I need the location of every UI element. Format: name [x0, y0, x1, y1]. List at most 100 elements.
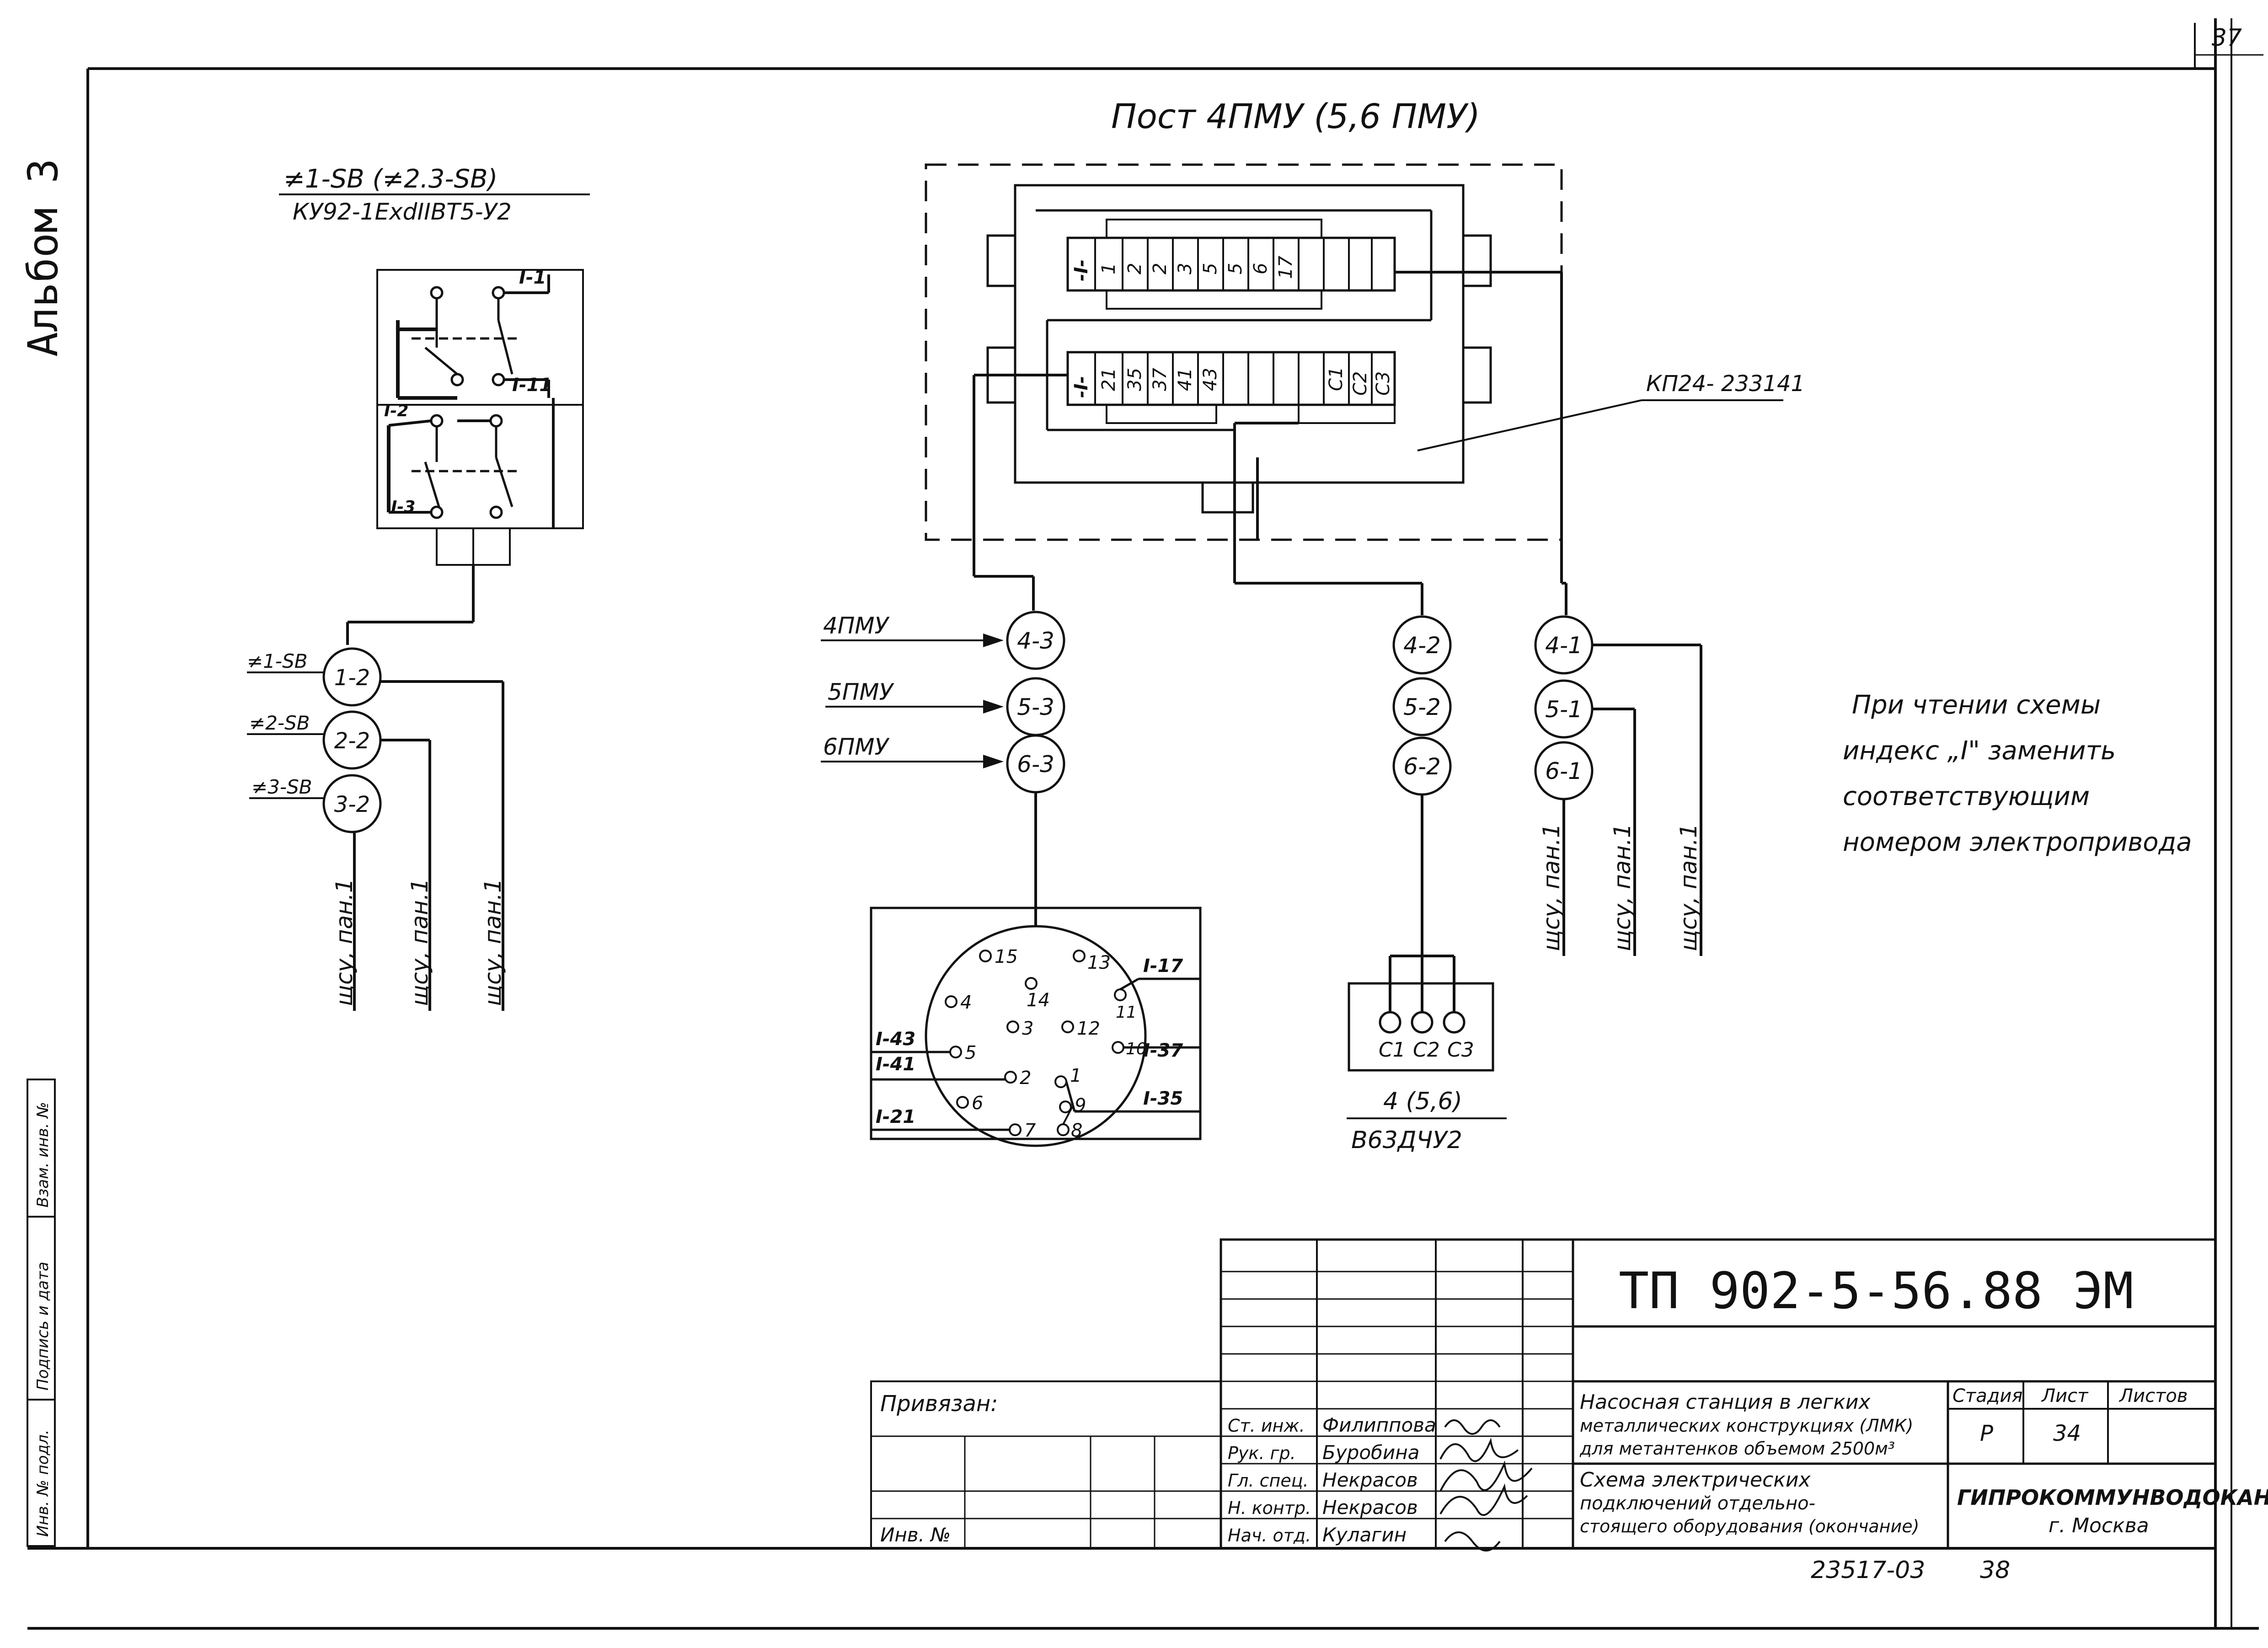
- note-block: При чтении схемы индекс „I" заменить соо…: [1843, 690, 2192, 857]
- motor-label: 4 (5,6): [1383, 1088, 1462, 1115]
- cable-label-left-3: щсу, пан.1: [480, 878, 506, 1006]
- motor-terminal-c2: C2: [1413, 1038, 1440, 1062]
- pin-1: 1: [1070, 1065, 1081, 1086]
- left-panel: ≠1-SB (≠2.3-SB) КУ92-1ExdIIBT5-У2 I-1 I-…: [247, 164, 590, 1011]
- project-desc-3: для метантенков объемом 2500м³: [1579, 1439, 1895, 1459]
- note-line-3: соответствующим: [1843, 782, 2090, 811]
- motor-terminal-c1: C1: [1379, 1038, 1406, 1062]
- note-line-1: При чтении схемы: [1852, 690, 2101, 720]
- cable-label-right-3: щсу, пан.1: [1675, 823, 1702, 951]
- bottom-terminal-3: 37: [1150, 368, 1171, 391]
- name-2: Некрасов: [1322, 1469, 1418, 1491]
- circle-1-2: 1-2: [334, 665, 370, 691]
- terminal-row-bottom: -I- 21 35 37 41 43 C1 C2 C3: [1066, 351, 1396, 424]
- pointer-label-3sb: ≠3-SB: [251, 776, 312, 798]
- bottom-terminal-1: 21: [1098, 368, 1119, 391]
- wire-label-i41: I-41: [876, 1054, 915, 1075]
- terminal-label-i1: I-1: [519, 267, 546, 288]
- sheet-desc-2: подключений отдельно-: [1580, 1493, 1815, 1514]
- sheet-frame: [27, 18, 2263, 1630]
- bottom-terminal-0: -I-: [1071, 376, 1092, 398]
- side-stamp-replacement-label: Взам. инв. №: [34, 1102, 52, 1208]
- pin-2: 2: [1020, 1068, 1031, 1089]
- name-0: Филиппова: [1322, 1414, 1436, 1436]
- circle-4-3: 4-3: [1017, 628, 1054, 654]
- post-title: Пост 4ПМУ (5,6 ПМУ): [1111, 97, 1480, 136]
- pin-3: 3: [1022, 1018, 1033, 1039]
- pin-9: 9: [1075, 1095, 1086, 1116]
- side-stamp-inv-label: Инв. № подл.: [34, 1429, 52, 1537]
- pointer-label-2sb: ≠2-SB: [249, 712, 310, 734]
- pin-4: 4: [960, 992, 972, 1013]
- motor-type: В63ДЧУ2: [1351, 1127, 1462, 1154]
- role-4: Нач. отд.: [1228, 1525, 1311, 1546]
- drawing-code: ТП 902-5-56.88 ЭМ: [1619, 1261, 2134, 1320]
- pin-5: 5: [965, 1042, 976, 1063]
- bottom-terminal-4: 41: [1175, 368, 1196, 391]
- bottom-page: 38: [1980, 1557, 2010, 1584]
- motor-block: C1 C2 C3 4 (5,6) В63ДЧУ2: [1347, 955, 1507, 1154]
- cable-label-left-2: щсу, пан.1: [407, 878, 433, 1006]
- sheet-desc-1: Схема электрических: [1580, 1468, 1811, 1492]
- title-block: Привязан: Инв. № ТП 902-5-56.88 ЭМ Ст. и…: [870, 1238, 2268, 1584]
- inv-label: Инв. №: [880, 1524, 951, 1546]
- control-post: Пост 4ПМУ (5,6 ПМУ) -I- 1 2: [925, 97, 1805, 541]
- wire-label-i17: I-17: [1143, 956, 1183, 977]
- circle-6-2: 6-2: [1403, 753, 1441, 780]
- wire-label-i35: I-35: [1143, 1088, 1183, 1109]
- name-1: Буробина: [1322, 1441, 1419, 1464]
- circle-5-1: 5-1: [1545, 696, 1583, 723]
- circle-5-2: 5-2: [1403, 694, 1441, 720]
- wire-label-i43: I-43: [876, 1029, 915, 1050]
- top-terminal-5: 5: [1200, 263, 1221, 274]
- terminal-block-label: КП24- 233141: [1646, 371, 1805, 397]
- pin-15: 15: [995, 946, 1018, 967]
- sheet-corner-number: 37: [2212, 24, 2242, 52]
- cable-label-right-2: щсу, пан.1: [1609, 823, 1636, 951]
- side-stamp: Инв. № подл. Подпись и дата Взам. инв. №: [27, 1079, 56, 1547]
- pin-8: 8: [1071, 1120, 1082, 1141]
- circle-4-2: 4-2: [1403, 632, 1441, 659]
- project-desc-2: металлических конструкциях (ЛМК): [1580, 1416, 1913, 1436]
- note-line-2: индекс „I" заменить: [1843, 736, 2116, 766]
- bottom-terminal-c1: C1: [1326, 367, 1347, 391]
- pin-14: 14: [1027, 990, 1050, 1011]
- pin-12: 12: [1077, 1018, 1100, 1039]
- pin-13: 13: [1087, 952, 1111, 973]
- org-city: г. Москва: [2049, 1514, 2149, 1537]
- role-2: Гл. спец.: [1228, 1471, 1309, 1491]
- name-3: Некрасов: [1322, 1496, 1418, 1519]
- bottom-terminal-2: 35: [1124, 368, 1145, 391]
- circle-5-3: 5-3: [1017, 694, 1054, 720]
- signatures: [1439, 1419, 1533, 1551]
- sheet-desc-3: стоящего оборудования (окончание): [1580, 1516, 1919, 1536]
- motor-terminal-c3: C3: [1447, 1038, 1474, 1062]
- sheets-header: Листов: [2118, 1385, 2188, 1406]
- role-1: Рук. гр.: [1228, 1443, 1296, 1463]
- circle-6-1: 6-1: [1545, 758, 1583, 784]
- top-terminal-6: 5: [1225, 263, 1246, 274]
- role-0: Ст. инж.: [1228, 1416, 1305, 1436]
- connector-pins: 15 13 14 4 11 3 12 5 10 2 1 6 9: [945, 946, 1147, 1141]
- cable-label-right-1: щсу, пан.1: [1538, 823, 1565, 951]
- top-terminal-4: 3: [1175, 263, 1196, 274]
- stage-header: Стадия: [1952, 1385, 2022, 1406]
- cable-routing: 4ПМУ 5ПМУ 6ПМУ 4-3 5-3 6-3 4-2 5-2 6-2 4…: [821, 540, 1702, 956]
- terminal-label-i2: I-2: [384, 402, 408, 420]
- top-terminal-8: 17: [1275, 256, 1296, 279]
- connector-block: 15 13 14 4 11 3 12 5 10 2 1 6 9: [870, 907, 1202, 1147]
- name-4: Кулагин: [1322, 1524, 1407, 1546]
- project-desc-1: Насосная станция в легких: [1580, 1390, 1871, 1414]
- arrow-label-5pmu: 5ПМУ: [828, 679, 895, 705]
- top-terminal-1: 1: [1098, 263, 1119, 274]
- album-label: Альбом 3: [19, 159, 67, 357]
- bottom-terminal-c3: C3: [1373, 371, 1394, 396]
- bound-label: Привязан:: [880, 1391, 998, 1417]
- sheet-value: 34: [2053, 1421, 2081, 1446]
- circle-4-1: 4-1: [1545, 632, 1583, 659]
- wire-label-i21: I-21: [876, 1106, 915, 1127]
- bottom-terminal-c2: C2: [1350, 371, 1371, 396]
- top-terminal-7: 6: [1250, 263, 1271, 274]
- left-panel-title: ≠1-SB (≠2.3-SB): [284, 164, 497, 194]
